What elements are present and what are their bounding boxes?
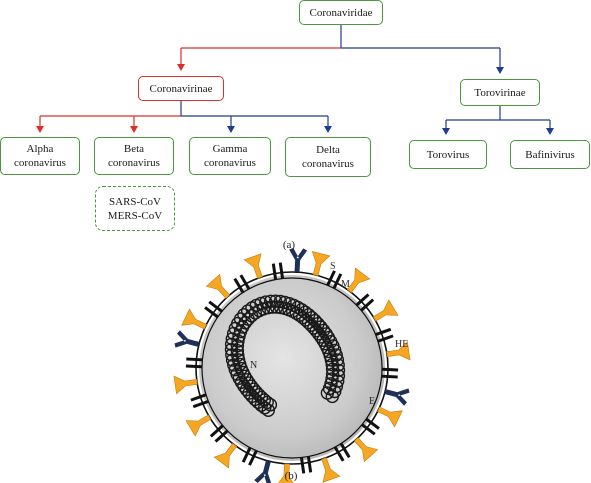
label-spike: S — [330, 261, 336, 272]
nucleocapsid-ring — [231, 334, 245, 348]
virion-labels: S M HE E N — [250, 261, 408, 407]
nucleocapsid-ring — [325, 367, 340, 381]
subfamily-node-torovirinae: Torovirinae — [460, 79, 540, 106]
virion-shell — [195, 271, 389, 465]
panel-label-b: (b) — [284, 470, 298, 482]
membrane-outer — [195, 271, 389, 465]
nucleocapsid-ring — [324, 353, 339, 367]
nucleocapsid-ring — [319, 327, 333, 341]
label-envelope: E — [369, 396, 375, 407]
label-nucleocapsid: N — [250, 360, 257, 371]
subfamily-label: Coronavirinae — [149, 82, 213, 95]
spike-protein — [181, 308, 210, 336]
membrane-protein — [375, 327, 394, 343]
nucleocapsid-ring — [237, 379, 251, 393]
spike-protein — [185, 409, 215, 437]
nucleocapsid-ring — [325, 372, 339, 386]
genus-label: Bafinivirus — [525, 148, 575, 161]
nucleocapsid-ring — [261, 301, 275, 315]
label-he: HE — [395, 339, 408, 350]
subfamily-label: Torovirinae — [474, 86, 526, 99]
nucleocapsid-ring — [224, 337, 239, 351]
family-node: Coronaviridae — [299, 0, 383, 25]
membrane-inner — [201, 277, 383, 459]
nucleocapsid-ring — [316, 323, 331, 338]
genus-label: Torovirus — [426, 148, 470, 161]
nucleocapsid-ring — [331, 369, 346, 383]
spike-protein — [173, 372, 199, 395]
he-protein — [288, 247, 308, 273]
nucleocapsid-ring — [231, 353, 246, 367]
genus-node-torovirus: Torovirus — [409, 140, 487, 169]
nucleocapsid-ring — [230, 339, 245, 353]
membrane-protein — [190, 393, 209, 409]
spike-protein — [374, 400, 403, 428]
genus-node-bafinivirus: Bafinivirus — [510, 140, 590, 169]
nucleocapsid-ring — [273, 294, 287, 309]
panel-label-a: (a) — [282, 239, 296, 251]
subfamily-node-coronavirinae: Coronavirinae — [138, 76, 224, 101]
nucleocapsid-ring — [325, 389, 339, 404]
nucleocapsid-coil — [224, 294, 346, 417]
label-membrane: M — [341, 279, 350, 290]
nucleocapsid-ring — [239, 382, 254, 397]
family-label: Coronaviridae — [309, 6, 373, 19]
spike-protein — [369, 299, 399, 327]
spike-protein — [213, 439, 243, 469]
